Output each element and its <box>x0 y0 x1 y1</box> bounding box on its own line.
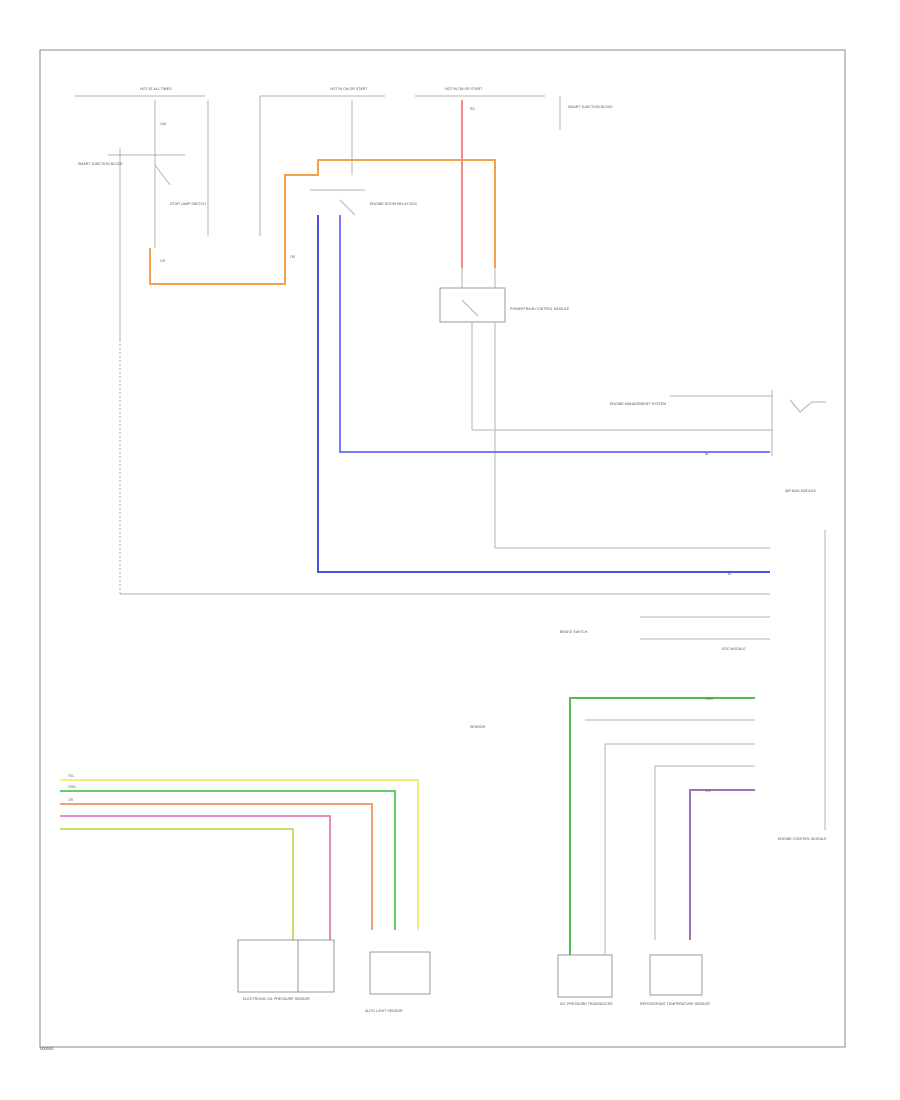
comp-top-left-label: SMART JUNCTION BLOCK <box>78 162 123 166</box>
module-wires: BRAKE SWITCH ESC MODULE <box>119 340 826 830</box>
power-label-4: SMART JUNCTION BLOCK <box>568 105 613 109</box>
power-rails: HOT AT ALL TIMES HOT IN ON OR START HOT … <box>75 87 613 236</box>
sensor-label: SENSOR <box>470 725 486 729</box>
ecm-connector: SENSOR GRN VIO ENGINE CONTROL MODULE <box>470 697 827 970</box>
air-bag-connector: ENGINE MANAGEMENT SYSTEM AIR BAG MODULE <box>472 390 826 493</box>
pcm-label: POWERTRAIN CONTROL MODULE <box>510 307 570 311</box>
power-label-2: HOT IN ON OR START <box>330 87 368 91</box>
bottom-comp-1-label: ELECTRONIC OIL PRESSURE SENSOR <box>243 997 310 1001</box>
lower-left-harness: YEL GRN OR <box>60 774 419 940</box>
power-label-1: HOT AT ALL TIMES <box>140 87 172 91</box>
brake-switch-label: BRAKE SWITCH <box>560 630 588 634</box>
air-bag-label: AIR BAG MODULE <box>785 489 817 493</box>
stop-lamp-switch-label: STOP LAMP SWITCH <box>170 202 206 206</box>
red-wire: RD <box>461 100 496 300</box>
orange-wire: OR OR <box>149 159 496 285</box>
blue-wires: BL BL <box>317 215 770 576</box>
wire-tag-bl-1: BL <box>705 452 709 456</box>
relay-box: ENGINE ROOM RELAY BOX <box>310 100 418 216</box>
bottom-comp-3-label: A/C PRESSURE TRANSDUCER <box>560 1002 613 1006</box>
page-number: 000000 <box>40 1046 54 1051</box>
right-module-label: ENGINE CONTROL MODULE <box>778 837 827 841</box>
wire-tag-or-1: OR <box>160 259 166 263</box>
fuse-label-1: 10A <box>160 122 167 126</box>
wire-tag-grn-2: GRN <box>68 785 76 789</box>
stop-lamp-switch: SMART JUNCTION BLOCK STOP LAMP SWITCH 10… <box>78 100 206 340</box>
wire-tag-vio: VIO <box>705 789 711 793</box>
bottom-comp-2-label: AUTO LIGHT SENSOR <box>365 1009 403 1013</box>
wire-tag-grn: GRN <box>705 697 713 701</box>
relay-box-label: ENGINE ROOM RELAY BOX <box>370 202 418 206</box>
ems-label: ENGINE MANAGEMENT SYSTEM <box>610 402 666 406</box>
pcm-relay: POWERTRAIN CONTROL MODULE <box>439 287 570 548</box>
bottom-components: ELECTRONIC OIL PRESSURE SENSOR AUTO LIGH… <box>237 939 710 1013</box>
wire-tag-or-3: OR <box>68 798 74 802</box>
bottom-comp-4-label: REFRIGERANT TEMPERATURE SENSOR <box>640 1002 710 1006</box>
wire-tag-or-2: OR <box>290 255 296 259</box>
wire-tag-rd: RD <box>470 107 475 111</box>
ecm-label: ESC MODULE <box>722 647 746 651</box>
diagram-frame <box>39 49 846 1048</box>
wire-tag-yel: YEL <box>68 774 75 778</box>
power-label-3: HOT IN ON OR START <box>445 87 483 91</box>
wire-tag-bl-2: BL <box>728 572 732 576</box>
